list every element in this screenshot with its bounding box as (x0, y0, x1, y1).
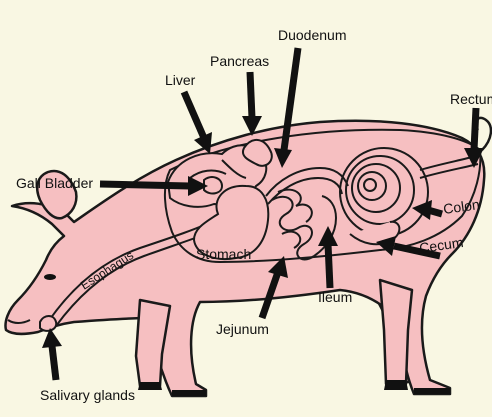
hoof (172, 390, 206, 396)
label-liver: Liver (165, 72, 196, 88)
near-hind-leg (380, 280, 412, 384)
hoof (138, 382, 162, 390)
label-gall-bladder: Gall Bladder (16, 175, 93, 191)
label-salivary-glands: Salivary glands (40, 387, 135, 403)
label-stomach: Stomach (196, 246, 251, 262)
pig-eye (44, 274, 56, 280)
label-jejunum: Jejunum (216, 321, 269, 337)
label-rectum: Rectum (450, 91, 492, 107)
salivary-gland-shape (40, 316, 56, 331)
hoof (384, 380, 408, 390)
label-pancreas: Pancreas (210, 53, 269, 69)
gall-bladder-shape (204, 177, 222, 193)
label-duodenum: Duodenum (278, 27, 347, 43)
label-ileum: Ileum (318, 289, 352, 305)
hoof (414, 388, 450, 394)
